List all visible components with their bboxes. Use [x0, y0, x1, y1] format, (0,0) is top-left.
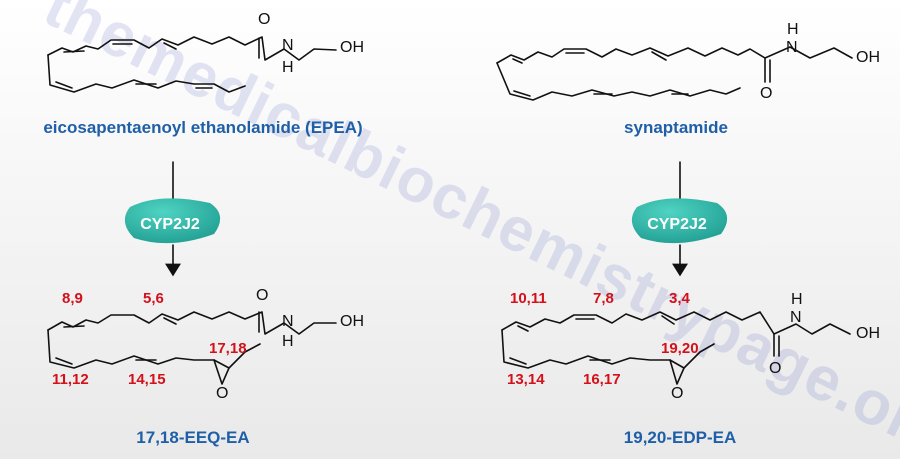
enzyme-blob-left [124, 198, 221, 244]
enzyme-blob-right [631, 198, 728, 244]
position-label-left-1: 5,6 [143, 290, 164, 307]
position-label-right-2: 3,4 [669, 290, 691, 307]
substrate-name-right: synaptamide [624, 118, 728, 137]
epea-oh: OH [340, 39, 364, 56]
edp-n: N [790, 309, 802, 326]
synaptamide-oh: OH [856, 49, 880, 66]
position-label-left-4: 17,18 [209, 340, 247, 357]
eeq-n: N [282, 313, 294, 330]
enzyme-label-right: CYP2J2 [647, 216, 707, 233]
synaptamide-structure [496, 46, 853, 101]
edp-carbonyl-o: O [769, 360, 781, 377]
position-label-right-4: 16,17 [583, 371, 621, 388]
edp-ea-structure [501, 311, 851, 385]
product-name-right: 19,20-EDP-EA [624, 428, 736, 447]
epea-n: N [282, 37, 294, 54]
product-name-left: 17,18-EEQ-EA [136, 428, 249, 447]
epea-structure [47, 36, 337, 93]
eeq-ea-structure [47, 311, 337, 385]
synaptamide-h: H [787, 21, 799, 38]
position-label-left-2: 11,12 [52, 371, 89, 388]
position-label-right-3: 13,14 [507, 371, 545, 388]
synaptamide-n: N [786, 39, 798, 56]
edp-h: H [791, 291, 803, 308]
eeq-h: H [282, 333, 294, 350]
eeq-oh: OH [340, 313, 364, 330]
eeq-carbonyl-o: O [256, 287, 268, 304]
substrate-name-left: eicosapentaenoyl ethanolamide (EPEA) [43, 118, 362, 137]
edp-epoxide-o: O [671, 385, 683, 402]
synaptamide-carbonyl-o: O [760, 85, 772, 102]
epea-carbonyl-o: O [258, 11, 270, 28]
eeq-epoxide-o: O [216, 385, 228, 402]
position-label-left-3: 14,15 [128, 371, 166, 388]
enzyme-label-left: CYP2J2 [140, 216, 200, 233]
epea-h: H [282, 59, 294, 76]
position-label-right-5: 19,20 [661, 340, 699, 357]
position-label-left-0: 8,9 [62, 290, 83, 307]
position-label-right-0: 10,11 [510, 290, 547, 307]
edp-oh: OH [856, 325, 880, 342]
position-label-right-1: 7,8 [593, 290, 614, 307]
